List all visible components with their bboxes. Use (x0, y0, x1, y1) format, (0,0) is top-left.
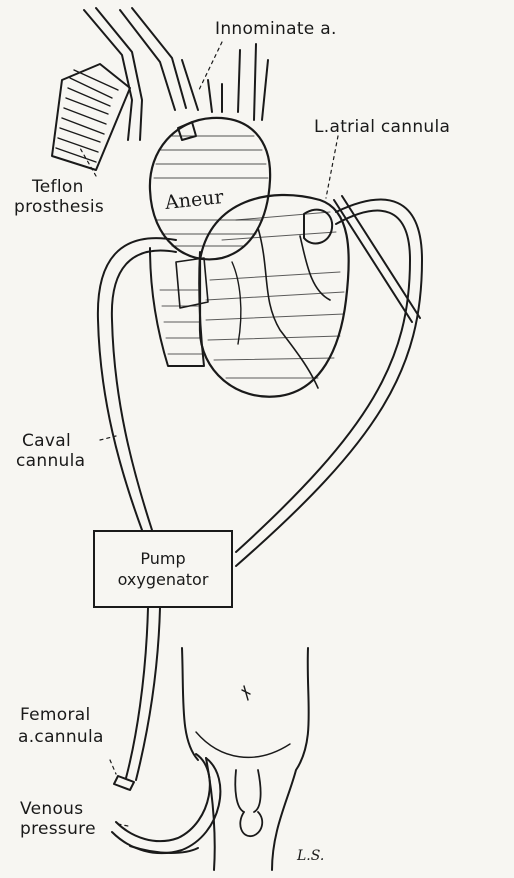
groin (235, 770, 262, 836)
oxygenator-label: oxygenator (118, 569, 209, 590)
artist-signature: L.S. (297, 848, 324, 864)
pump-label: Pump (140, 548, 185, 569)
label-atrial-cannula: L.atrial cannula (314, 118, 450, 137)
heart (200, 195, 349, 397)
label-innominate: Innominate a. (215, 20, 337, 39)
aortic-branches (182, 44, 268, 120)
label-a-cannula: a.cannula (18, 728, 104, 747)
teflon-prosthesis (52, 64, 130, 170)
label-teflon: Teflon (32, 178, 84, 197)
caval-tube (98, 238, 176, 530)
label-caval: Caval (22, 432, 71, 451)
leader-lines (80, 42, 338, 826)
label-pressure: pressure (20, 820, 96, 839)
label-venous: Venous (20, 800, 83, 819)
label-cannula: cannula (16, 452, 85, 471)
left-atrium (304, 210, 332, 244)
label-femoral: Femoral (20, 706, 91, 725)
label-prosthesis: prosthesis (14, 198, 104, 217)
upper-tubes (84, 8, 186, 140)
femoral-line (114, 608, 160, 790)
pump-oxygenator-box: Pump oxygenator (93, 530, 233, 608)
